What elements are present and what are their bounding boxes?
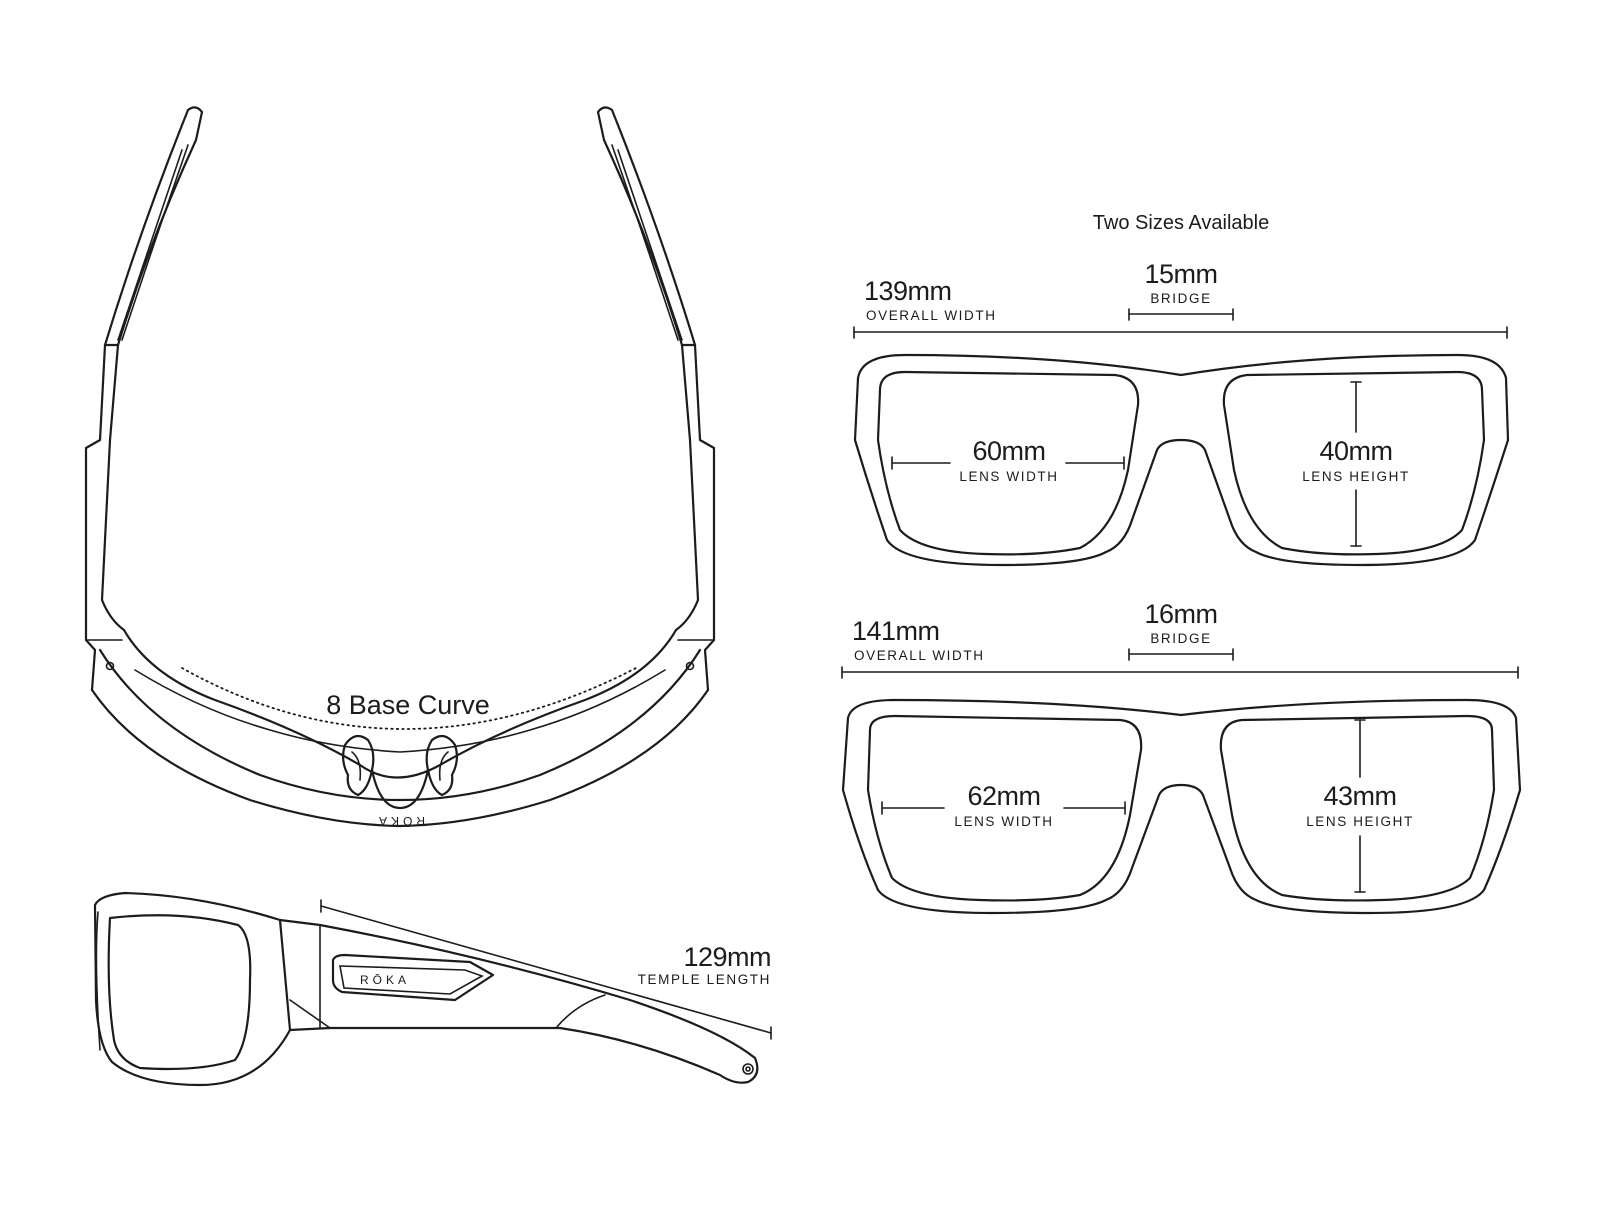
large-lens-height-value: 43mm xyxy=(1323,781,1396,811)
sizes-caption: Two Sizes Available xyxy=(1093,212,1269,234)
top-view-logo: RŌKA xyxy=(375,814,425,828)
large-overall-width-label: OVERALL WIDTH xyxy=(854,648,985,663)
top-view-glasses: RŌKA 8 Base Curve xyxy=(84,106,716,828)
temple-length-line xyxy=(320,905,772,1034)
front-view-small: 139mm OVERALL WIDTH 15mm BRIDGE 60mm LEN… xyxy=(853,259,1510,567)
small-right-lens xyxy=(1222,370,1486,556)
small-lens-height-value: 40mm xyxy=(1319,436,1392,466)
small-lens-width-label: LENS WIDTH xyxy=(959,469,1058,484)
base-curve-arc xyxy=(181,667,637,730)
front-view-large: 141mm OVERALL WIDTH 16mm BRIDGE 62mm LEN… xyxy=(841,599,1522,915)
small-lens-width-value: 60mm xyxy=(972,436,1045,466)
right-nose-pad xyxy=(425,734,459,797)
side-view-frame xyxy=(93,891,292,1087)
large-left-lens xyxy=(866,714,1143,902)
side-view-glasses: RŌKA 129mm TEMPLE LENGTH xyxy=(93,891,772,1087)
top-view-front-frame xyxy=(90,688,710,828)
large-bridge-value: 16mm xyxy=(1144,599,1217,629)
temple-length-label: TEMPLE LENGTH xyxy=(638,972,771,987)
side-view-logo-plate xyxy=(331,953,495,1002)
large-frame-outline xyxy=(841,698,1522,915)
small-lens-height-label: LENS HEIGHT xyxy=(1302,469,1410,484)
large-bridge-label: BRIDGE xyxy=(1150,631,1211,646)
large-overall-width-value: 141mm xyxy=(852,616,940,646)
temple-length-value: 129mm xyxy=(683,942,771,972)
large-lens-height-label: LENS HEIGHT xyxy=(1306,814,1414,829)
small-bridge-label: BRIDGE xyxy=(1150,291,1211,306)
small-left-lens xyxy=(876,370,1140,556)
base-curve-label: 8 Base Curve xyxy=(326,690,490,720)
side-view-logo: RŌKA xyxy=(360,973,410,987)
top-view-right-temple xyxy=(596,106,697,347)
left-nose-pad xyxy=(341,734,375,797)
small-frame-outline xyxy=(853,353,1510,567)
top-view-left-temple xyxy=(103,106,204,347)
large-lens-width-label: LENS WIDTH xyxy=(954,814,1053,829)
small-overall-width-value: 139mm xyxy=(864,276,952,306)
large-lens-width-value: 62mm xyxy=(967,781,1040,811)
small-bridge-value: 15mm xyxy=(1144,259,1217,289)
small-overall-width-label: OVERALL WIDTH xyxy=(866,308,997,323)
side-view-temple xyxy=(278,918,759,1084)
large-right-lens xyxy=(1219,714,1496,902)
